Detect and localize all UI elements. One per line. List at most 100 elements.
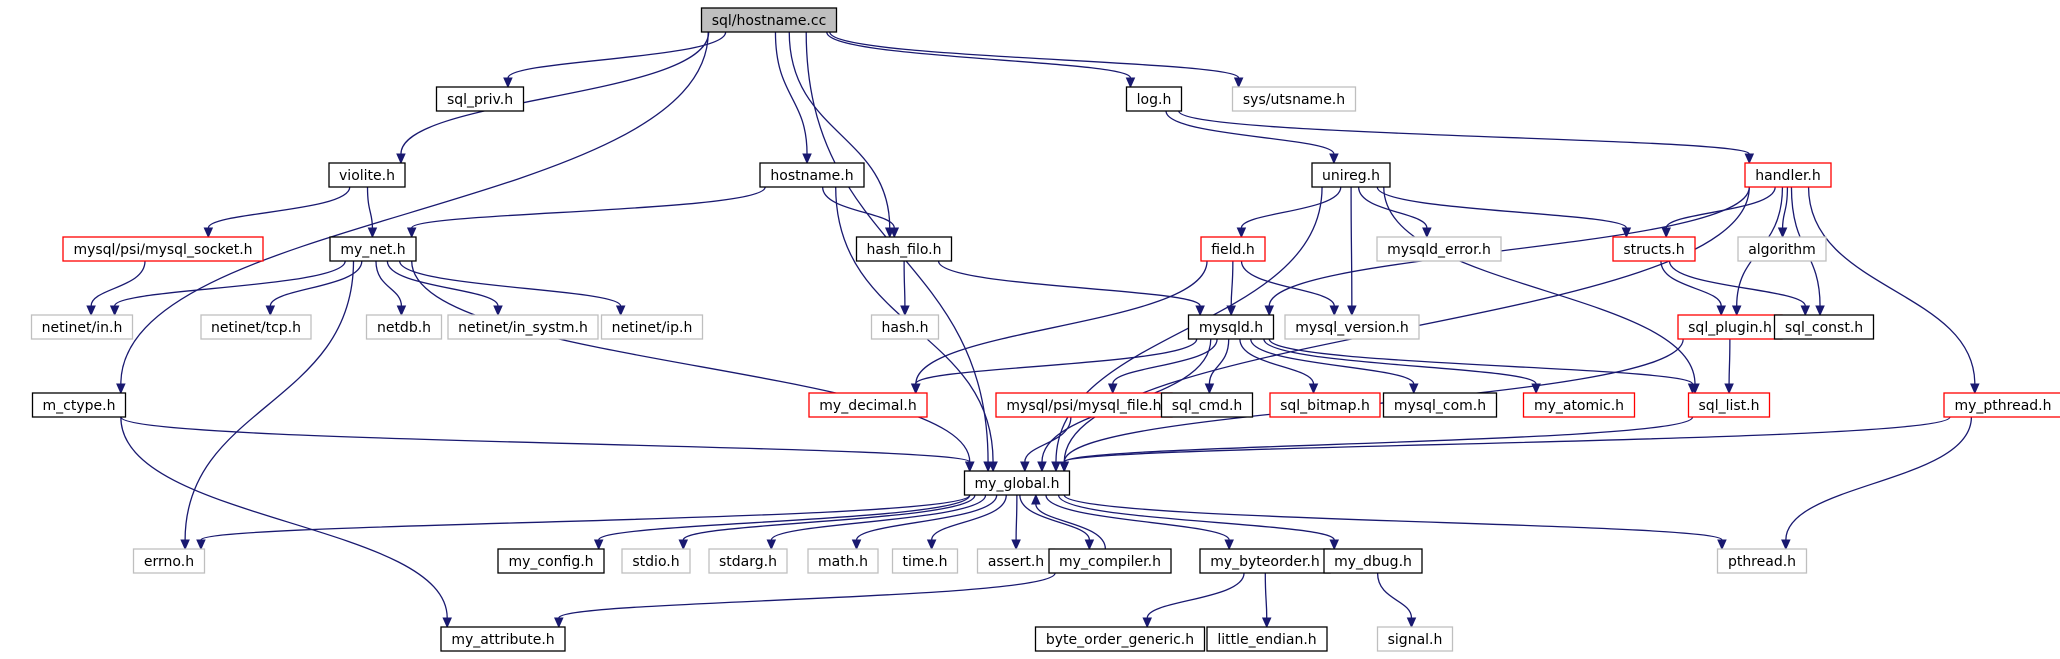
edge-my-net-to-netinet-in (114, 260, 346, 307)
node-utsname: sys/utsname.h (1231, 86, 1357, 112)
edge-arrowhead (503, 77, 513, 89)
node-netinet-tcp: netinet/tcp.h (200, 314, 312, 340)
node-box (1034, 626, 1206, 652)
edge-sql-plugin-to-sql-list (1728, 338, 1731, 385)
edge-arrowhead (1236, 227, 1247, 239)
node-my-compiler: my_compiler.h (1048, 548, 1172, 574)
edge-violite-to-socket (207, 186, 351, 229)
edge-arrowhead (1011, 539, 1021, 551)
node-box (1231, 86, 1357, 112)
edge-arrowhead (1744, 153, 1755, 165)
node-box (31, 392, 127, 418)
node-sql-const: sql_const.h (1773, 314, 1875, 340)
node-label: sys/utsname.h (1243, 92, 1345, 108)
edge-my-global-to-math (855, 494, 998, 541)
node-box (440, 626, 566, 652)
node-box (963, 470, 1071, 496)
edge-structs-to-sql-const (1668, 260, 1806, 307)
edge-arrowhead (802, 153, 812, 165)
node-box (30, 314, 134, 340)
edge-sql-list-to-my-global (1063, 416, 1694, 463)
node-label: handler.h (1755, 168, 1821, 184)
edge-arrowhead (109, 305, 120, 317)
node-violite: violite.h (328, 162, 406, 188)
node-my-atomic: my_atomic.h (1522, 392, 1636, 418)
edge-arrowhead (86, 305, 96, 317)
edge-my-global-to-errno (200, 494, 971, 541)
edge-root-to-violite (400, 31, 710, 155)
node-math: math.h (807, 548, 879, 574)
edge-arrowhead (1422, 227, 1432, 239)
node-box (1199, 548, 1331, 574)
edge-my-net-to-netinet-tcp (269, 260, 363, 307)
edge-arrowhead (1195, 305, 1205, 317)
node-pthread: pthread.h (1716, 548, 1808, 574)
node-label: m_ctype.h (43, 398, 116, 414)
node-sql-bitmap: sql_bitmap.h (1269, 392, 1381, 418)
node-label: sql_bitmap.h (1280, 398, 1370, 414)
edge-arrowhead (1777, 227, 1788, 239)
node-box (447, 314, 599, 340)
node-m-ctype: m_ctype.h (31, 392, 127, 418)
node-label: mysqld.h (1199, 320, 1263, 336)
node-label: sql_priv.h (447, 92, 513, 108)
edge-violite-to-my-net (366, 186, 374, 229)
node-label: pthread.h (1728, 554, 1796, 570)
node-assert: assert.h (976, 548, 1056, 574)
node-unireg: unireg.h (1311, 162, 1391, 188)
edge-my-global-to-stdio (682, 494, 976, 541)
node-sql-priv: sql_priv.h (435, 86, 525, 112)
edge-root-to-sql-priv (507, 31, 727, 79)
node-label: errno.h (144, 554, 194, 570)
edge-arrowhead (1408, 383, 1419, 395)
edge-my-compiler-to-my-attribute (558, 572, 1056, 619)
node-label: field.h (1211, 242, 1255, 258)
node-box (807, 548, 879, 574)
edge-mysqld-to-mysql-com (1250, 338, 1415, 385)
node-netdb: netdb.h (365, 314, 443, 340)
edge-arrowhead (1031, 493, 1041, 505)
edge-arrowhead (180, 539, 190, 551)
node-box (700, 7, 838, 33)
node-label: little_endian.h (1217, 632, 1316, 648)
edge-arrowhead (1661, 227, 1671, 239)
node-mysql-file: mysql/psi/mysql_file.h (995, 392, 1173, 418)
edge-my-global-to-my-compiler (1019, 494, 1091, 541)
edge-arrowhead (593, 539, 604, 551)
edge-my-global-to-pthread (1063, 494, 1723, 541)
edge-arrowhead (1037, 461, 1047, 473)
node-label: netinet/tcp.h (211, 320, 301, 336)
node-box (708, 548, 788, 574)
edge-my-pthread-to-pthread (1785, 416, 1973, 541)
node-label: my_compiler.h (1059, 554, 1161, 570)
node-label: byte_order_generic.h (1046, 632, 1194, 648)
node-label: my_pthread.h (1954, 398, 2051, 414)
edge-unireg-to-mysqld-error (1357, 186, 1428, 229)
edge-arrowhead (889, 227, 900, 239)
node-box (1125, 86, 1183, 112)
node-box (329, 236, 417, 262)
node-label: netinet/ip.h (612, 320, 693, 336)
edge-arrowhead (1970, 383, 1980, 395)
edge-mysqld-to-my-decimal (914, 338, 1198, 385)
edge-arrowhead (1125, 77, 1136, 89)
node-stdio: stdio.h (621, 548, 691, 574)
node-my-dbug: my_dbug.h (1323, 548, 1423, 574)
node-label: structs.h (1623, 242, 1684, 258)
node-hostname: hostname.h (759, 162, 865, 188)
edge-my-global-to-assert (1015, 494, 1018, 541)
edge-arrowhead (1815, 305, 1825, 317)
node-netinet-ip: netinet/ip.h (600, 314, 704, 340)
node-box (855, 236, 953, 262)
edge-root-to-hash-filo (788, 31, 891, 229)
edge-mysqld-to-mysql-file (1112, 338, 1218, 385)
node-label: violite.h (339, 168, 395, 184)
node-box (1187, 314, 1275, 340)
node-label: sql/hostname.cc (712, 13, 827, 29)
node-mysqld-error: mysqld_error.h (1376, 236, 1502, 262)
edge-arrowhead (1724, 383, 1734, 395)
node-box (1687, 392, 1771, 418)
node-label: signal.h (1388, 632, 1443, 648)
node-my-config: my_config.h (497, 548, 605, 574)
edge-mysqld-to-sql-bitmap (1239, 338, 1315, 385)
